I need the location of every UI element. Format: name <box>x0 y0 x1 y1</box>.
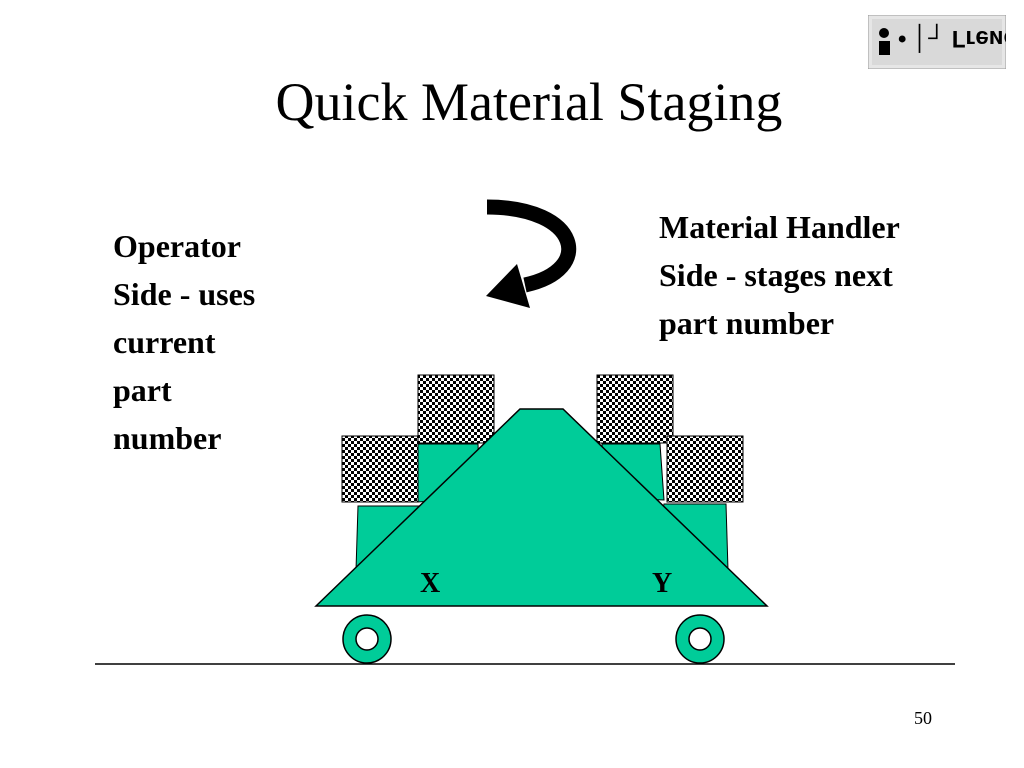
caption-line: part <box>113 372 172 408</box>
logo-text: • │┐ Ггеисц <box>898 23 1006 53</box>
caption-line: current <box>113 324 216 360</box>
material-box <box>341 435 419 503</box>
page-number: 50 <box>914 708 932 728</box>
caption-line: Operator <box>113 228 241 264</box>
material-box <box>596 374 674 444</box>
slide-title: Quick Material Staging <box>275 72 783 132</box>
handler-side-caption: Material Handler Side - stages next part… <box>659 203 900 347</box>
material-box <box>417 374 495 444</box>
caption-line: Material Handler <box>659 209 900 245</box>
cart-label-y: Y <box>652 568 672 599</box>
caption-line: number <box>113 420 222 456</box>
caption-line: Side - uses <box>113 276 256 312</box>
operator-side-caption: Operator Side - uses current part number <box>113 222 255 462</box>
curved-arrow-icon <box>486 199 577 308</box>
wheel-icon <box>675 614 725 664</box>
caption-line: part number <box>659 305 835 341</box>
cart-label-x: X <box>420 568 440 599</box>
material-box <box>666 435 744 503</box>
cart-body <box>314 408 769 607</box>
caption-line: Side - stages next <box>659 257 893 293</box>
company-logo: • │┐ Ггеисц <box>868 15 1006 69</box>
wheel-icon <box>342 614 392 664</box>
